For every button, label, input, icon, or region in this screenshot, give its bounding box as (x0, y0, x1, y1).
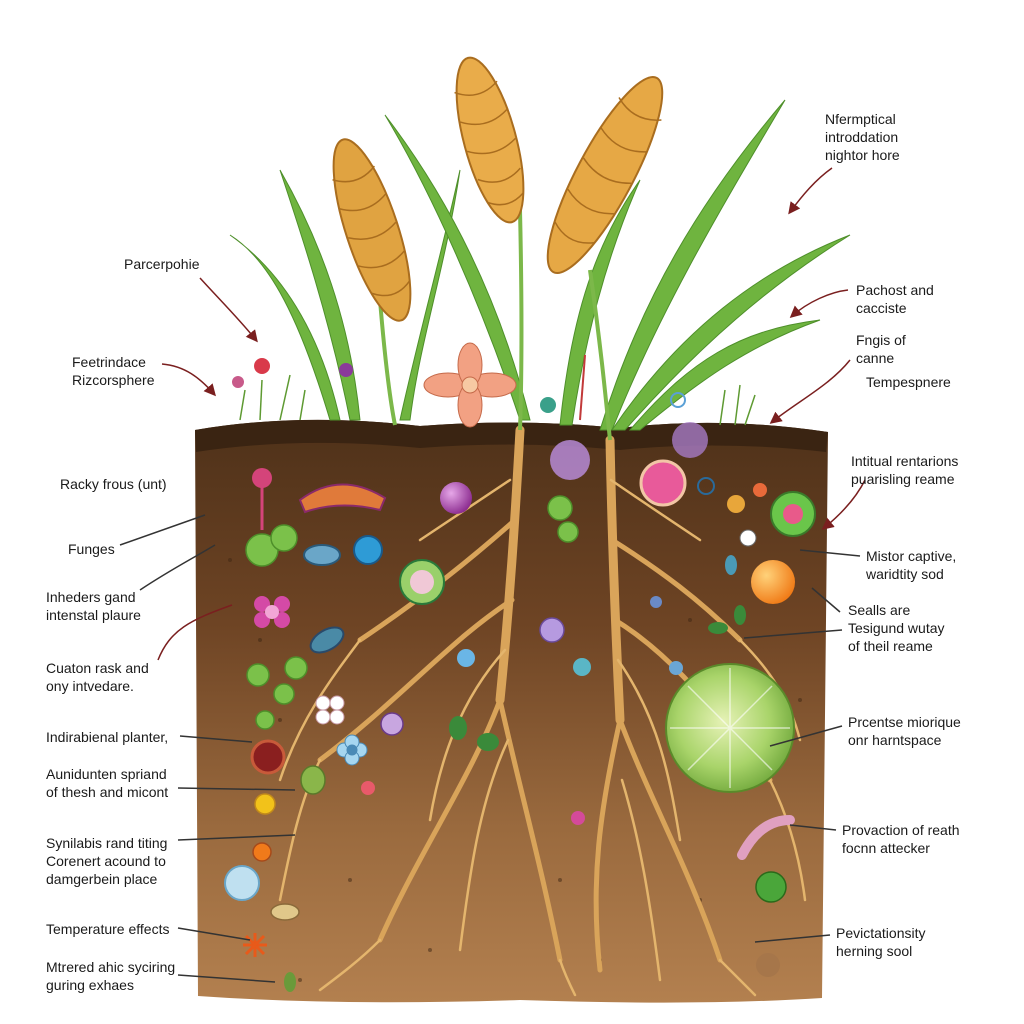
label-line: of thesh and micont (46, 784, 169, 800)
plant-stems (378, 209, 612, 441)
label-line: Intitual rentarions (851, 453, 959, 469)
soil-block (195, 419, 828, 1003)
label-line: cacciste (856, 300, 907, 316)
label-left-5: Cuaton rask and ony intvedare. (46, 659, 149, 695)
label-line: Inheders gand (46, 589, 136, 605)
label-right-3: Tempespnere (866, 373, 951, 391)
label-right-7: Prcentse miorique onr harntspace (848, 713, 961, 749)
label-right-9: Pevictationsity herning sool (836, 924, 925, 960)
label-line: Funges (68, 541, 115, 557)
label-line: intenstal plaure (46, 607, 141, 623)
label-line: focnn attecker (842, 840, 930, 856)
label-left-6: Indirabienal planter, (46, 728, 168, 746)
label-line: Nfermptical (825, 111, 896, 127)
label-left-9: Temperature effects (46, 920, 169, 938)
label-line: Rizcorsphere (72, 372, 155, 388)
label-right-0: Nfermptical introddation nightor hore (825, 110, 900, 164)
label-line: onr harntspace (848, 732, 942, 748)
label-right-4: Intitual rentarions puarisling reame (851, 452, 958, 488)
label-line: ony intvedare. (46, 678, 134, 694)
label-right-5: Mistor captive, waridtity sod (866, 547, 956, 583)
label-line: introddation (825, 129, 899, 145)
label-line: waridtity sod (866, 566, 944, 582)
label-line: Fngis of (856, 332, 906, 348)
label-right-2: Fngis of canne (856, 331, 906, 367)
label-line: Cuaton rask and (46, 660, 149, 676)
label-left-2: Racky frous (unt) (60, 475, 167, 493)
label-right-1: Pachost and cacciste (856, 281, 934, 317)
label-left-7: Aunidunten spriand of thesh and micont (46, 765, 168, 801)
wheat-heads (332, 56, 664, 322)
label-line: canne (856, 350, 895, 366)
label-line: herning sool (836, 943, 913, 959)
label-left-4: Inheders gand intenstal plaure (46, 588, 141, 624)
label-line: Feetrindace (72, 354, 146, 370)
label-line: of theil reame (848, 638, 933, 654)
label-right-8: Provaction of reath focnn attecker (842, 821, 960, 857)
label-line: damgerbein place (46, 871, 158, 887)
label-line: Prcentse miorique (848, 714, 961, 730)
label-line: Mistor captive, (866, 548, 957, 564)
label-left-0: Parcerpohie (124, 255, 200, 273)
label-line: Synilabis rand titing (46, 835, 168, 851)
label-line: Tesigund wutay (848, 620, 945, 636)
label-line: guring exhaes (46, 977, 134, 993)
label-line: Indirabienal planter, (46, 729, 169, 745)
label-line: Provaction of reath (842, 822, 960, 838)
microorganisms (224, 422, 816, 992)
label-line: Aunidunten spriand (46, 766, 167, 782)
label-left-3: Funges (68, 540, 115, 558)
plant-leaves (229, 99, 851, 431)
label-line: Corenert acound to (46, 853, 166, 869)
label-line: nightor hore (825, 147, 900, 163)
label-line: Temperature effects (46, 921, 170, 937)
label-line: Pevictationsity (836, 925, 926, 941)
label-line: Parcerpohie (124, 256, 200, 272)
label-line: Tempespnere (866, 374, 951, 390)
leader-lines (119, 167, 866, 983)
label-line: puarisling reame (851, 471, 955, 487)
surface-flora (232, 342, 756, 428)
label-line: Racky frous (unt) (60, 476, 167, 492)
root-system (278, 425, 807, 997)
label-line: Mtrered ahic syciring (46, 959, 176, 975)
label-left-10: Mtrered ahic syciring guring exhaes (46, 958, 175, 994)
label-line: Pachost and (856, 282, 934, 298)
label-line: Sealls are (848, 602, 911, 618)
